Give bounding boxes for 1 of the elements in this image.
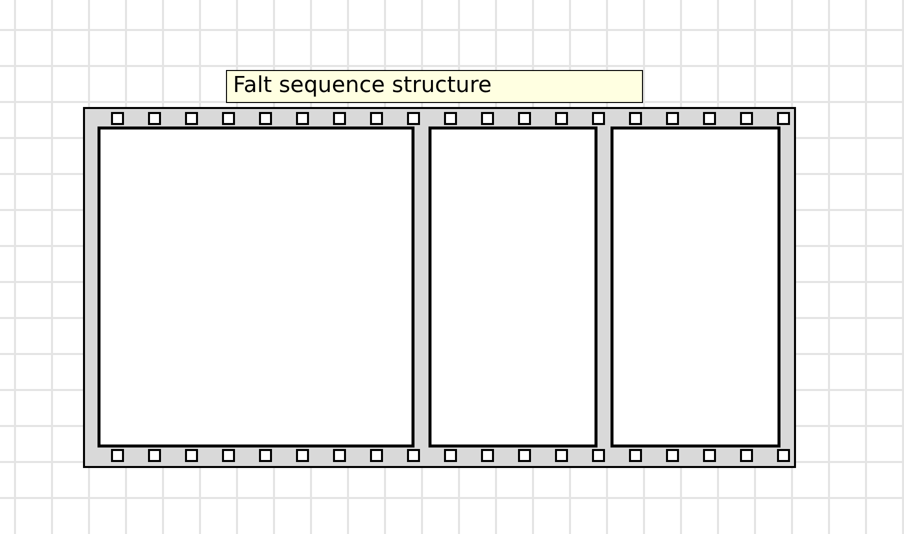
tooltip: Falt sequence structure (226, 70, 643, 103)
